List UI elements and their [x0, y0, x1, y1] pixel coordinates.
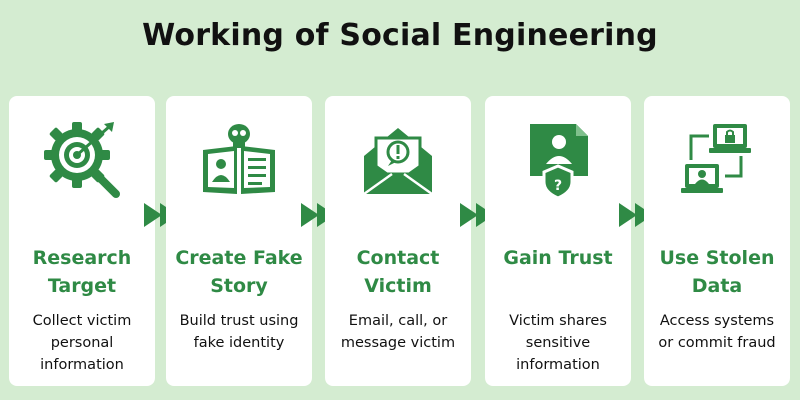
- step-description: Build trust using fake identity: [179, 313, 299, 351]
- laptops-lock-icon: [681, 124, 751, 193]
- step-description: Collect victim personal information: [32, 313, 132, 373]
- step-card-use-stolen-data: Use Stolen Data Access systems or commit…: [644, 96, 790, 386]
- skull-book-icon: [203, 124, 275, 194]
- step-description: Access systems or commit fraud: [658, 313, 776, 351]
- svg-text:?: ?: [554, 178, 562, 194]
- page-title: Working of Social Engineering: [142, 18, 658, 53]
- step-description: Email, call, or message victim: [340, 313, 456, 351]
- step-heading: Gain Trust: [503, 247, 613, 269]
- step-card-gain-trust: ? Gain Trust Victim shares sensitive inf…: [485, 96, 631, 386]
- envelope-alert-icon: [363, 128, 433, 196]
- step-heading: Create Fake Story: [175, 247, 303, 297]
- step-heading: Use Stolen Data: [659, 247, 775, 297]
- step-card-research-target: Research Target Collect victim personal …: [9, 96, 155, 386]
- step-description: Victim shares sensitive information: [509, 313, 607, 373]
- step-card-create-fake-story: Create Fake Story Build trust using fake…: [166, 96, 312, 386]
- step-heading: Contact Victim: [356, 247, 440, 297]
- user-document-shield-icon: ?: [530, 124, 588, 200]
- step-card-contact-victim: Contact Victim Email, call, or message v…: [325, 96, 471, 386]
- target-magnifier-icon: [44, 122, 120, 198]
- step-heading: Research Target: [32, 247, 132, 297]
